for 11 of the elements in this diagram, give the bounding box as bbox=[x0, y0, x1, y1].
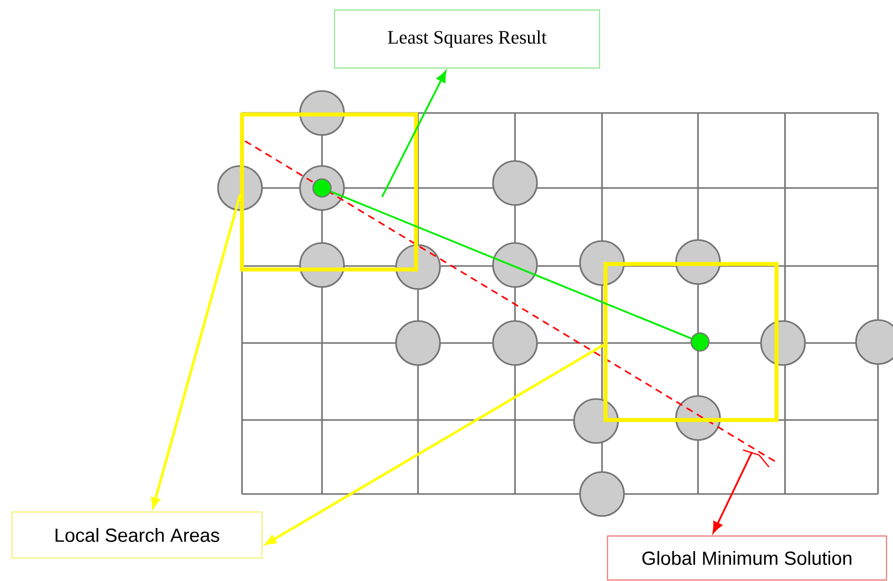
solution-dot bbox=[312, 178, 332, 198]
connector-line bbox=[330, 190, 692, 340]
label-box: Global Minimum Solution bbox=[606, 535, 888, 581]
label-box: Least Squares Result bbox=[334, 9, 600, 69]
arrow bbox=[266, 344, 604, 545]
solution-dot bbox=[690, 332, 710, 352]
search-area-box bbox=[240, 112, 418, 272]
arrow bbox=[381, 70, 446, 198]
search-area-box bbox=[604, 262, 778, 422]
label-box: Local Search Areas bbox=[11, 511, 263, 559]
arrow bbox=[712, 452, 753, 534]
